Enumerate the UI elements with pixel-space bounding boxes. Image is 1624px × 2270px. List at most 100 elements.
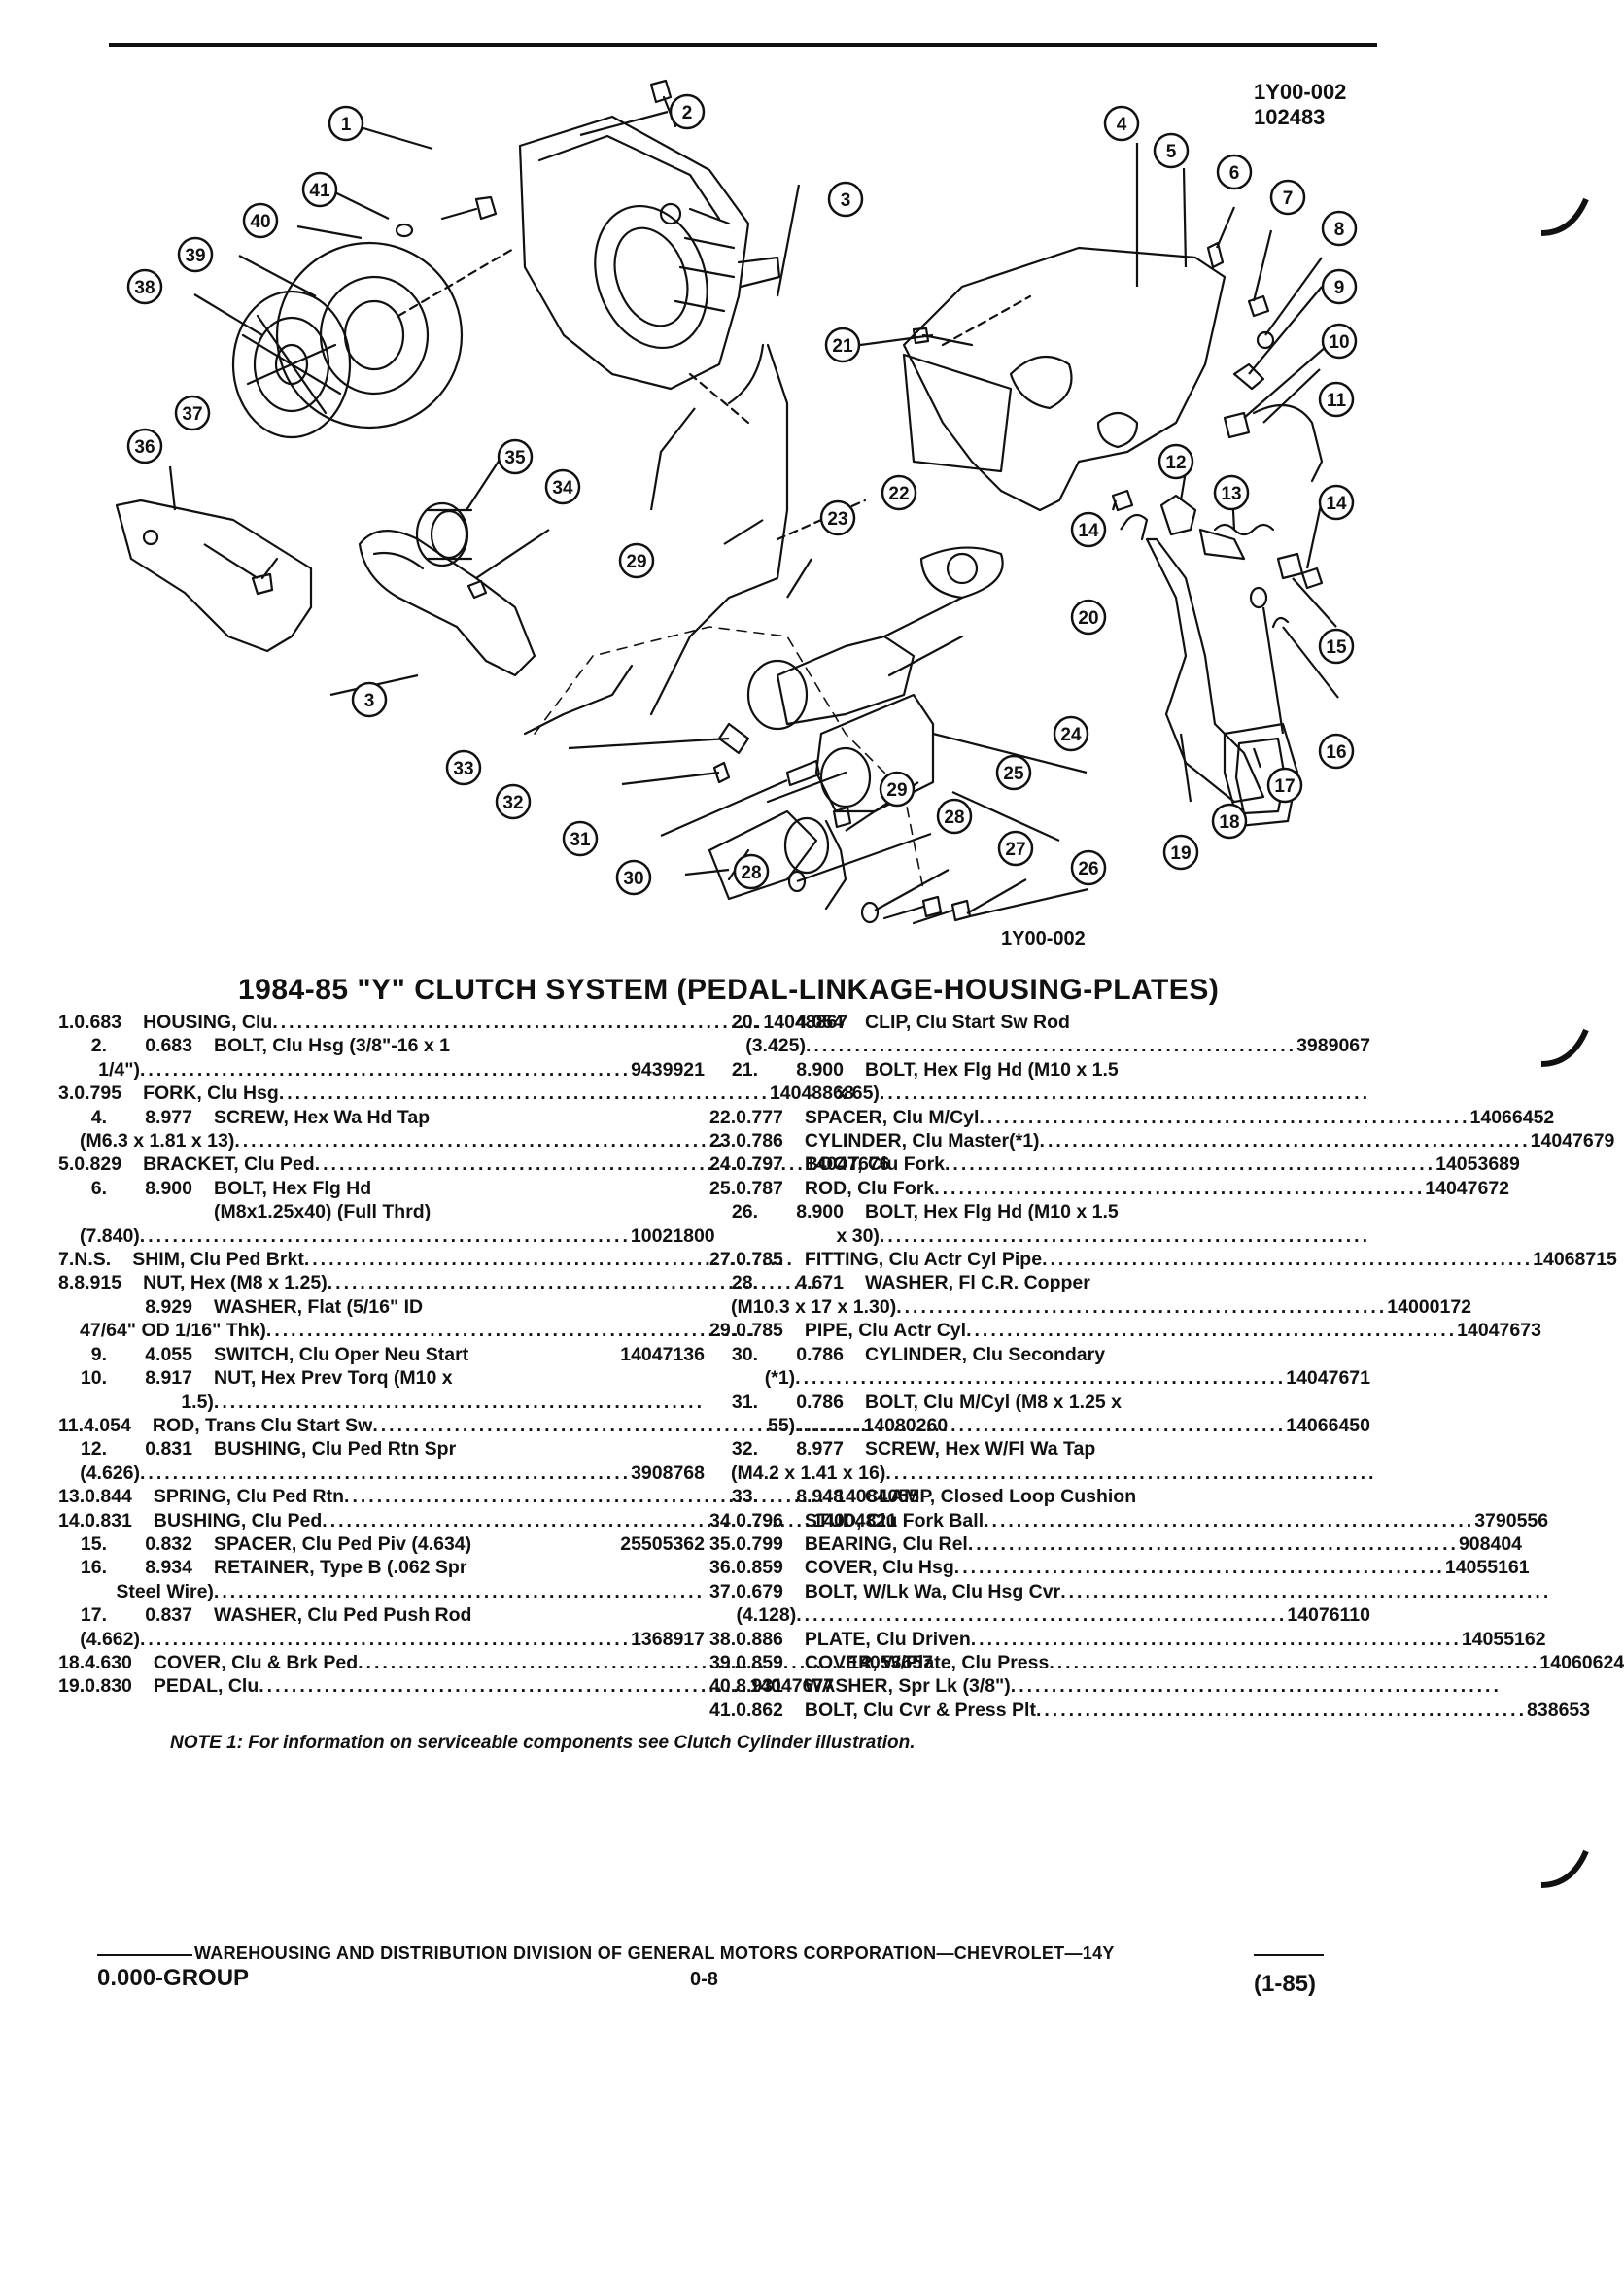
item-number: 1. <box>58 1012 75 1033</box>
part-number: 14066450 <box>1286 1414 1370 1436</box>
parts-row: (*1) ...................................… <box>709 1366 1370 1390</box>
item-number: 34. <box>709 1509 737 1531</box>
part-description: RETAINER, Type B (.062 Spr <box>214 1557 467 1579</box>
callout-14: 14 <box>1078 521 1099 541</box>
group-number: 4.054 <box>796 1012 844 1033</box>
group-number: 8.934 <box>145 1557 192 1579</box>
group-number <box>65 1058 77 1082</box>
footer-division-line: WAREHOUSING AND DISTRIBUTION DIVISION OF… <box>194 1943 1115 1963</box>
group-number <box>715 1034 725 1057</box>
item-number <box>58 1295 107 1319</box>
callout-33: 33 <box>453 759 473 779</box>
group-number: 0.786 <box>796 1391 844 1413</box>
leader-dots: ........................................… <box>265 1320 757 1342</box>
group-number: 0.796 <box>736 1509 783 1531</box>
callout-20: 20 <box>1078 608 1098 629</box>
callout-25: 25 <box>1003 764 1024 784</box>
part-number: 14047672 <box>1425 1177 1510 1199</box>
item-number: 17. <box>80 1604 107 1627</box>
group-number: 0.886 <box>736 1628 783 1650</box>
leader-dots <box>471 1603 705 1627</box>
leader-dots: ........................................… <box>885 1462 1377 1484</box>
part-number: 14060624 <box>1539 1651 1624 1673</box>
group-number: 0.799 <box>736 1532 783 1555</box>
item-number: 23. <box>709 1130 737 1152</box>
group-number: 0.862 <box>736 1699 783 1721</box>
item-number: 2. <box>90 1035 107 1057</box>
callout-12: 12 <box>1165 453 1186 473</box>
leader-dots: ........................................… <box>140 1058 632 1081</box>
callout-38: 38 <box>134 278 155 298</box>
top-rule <box>109 43 1377 47</box>
group-number <box>72 1580 95 1603</box>
callout-39: 39 <box>185 246 205 266</box>
item-number: 20. <box>731 1012 758 1033</box>
part-number: 908404 <box>1458 1532 1523 1555</box>
leader-dots: ........................................… <box>984 1509 1475 1531</box>
item-number: 12. <box>80 1438 107 1461</box>
item-number: 22. <box>709 1106 737 1128</box>
leader-dots: ........................................… <box>1010 1675 1502 1698</box>
callout-13: 13 <box>1221 484 1241 504</box>
item-number: 29. <box>709 1320 737 1342</box>
part-description: COVER, W/Plate, Clu Press <box>804 1651 1050 1673</box>
clutch-housing-shape <box>518 115 781 391</box>
item-number <box>709 1224 747 1248</box>
leader-dots: ........................................… <box>806 1035 1297 1057</box>
part-description: WASHER, Spr Lk (3/8") <box>804 1675 1011 1698</box>
leader-dots <box>468 1343 620 1366</box>
item-number: 15. <box>80 1532 107 1555</box>
parts-row: 47/64" OD 1/16" Thk) ...................… <box>58 1319 754 1342</box>
group-number: 0.785 <box>736 1249 783 1271</box>
part-number: 25505362 <box>620 1532 705 1555</box>
leader-dots: ........................................… <box>896 1295 1388 1318</box>
callout-14b: 14 <box>1326 494 1347 514</box>
group-number: 0.844 <box>85 1486 132 1508</box>
leader-dots: ........................................… <box>372 1414 864 1436</box>
item-number: 30. <box>731 1343 758 1365</box>
part-number: 14066452 <box>1469 1106 1555 1128</box>
parts-row: (M4.2 x 1.41 x 16) .....................… <box>709 1462 1373 1485</box>
part-number: 14053657 <box>848 1651 933 1673</box>
callout-6: 6 <box>1229 163 1240 184</box>
part-number: 1368917 <box>631 1628 705 1650</box>
group-number: 0.831 <box>85 1509 132 1531</box>
parts-row: 7.N.S.SHIM, Clu Ped Brkt ...............… <box>58 1248 792 1271</box>
part-description: x 30) <box>836 1224 880 1247</box>
leader-dots: ........................................… <box>213 1391 705 1413</box>
item-number <box>58 1200 107 1223</box>
part-description: BOLT, Hex Flg Hd <box>214 1177 372 1199</box>
item-number: 13. <box>58 1486 86 1508</box>
item-number: 35. <box>709 1532 737 1555</box>
callout-2: 2 <box>682 103 693 123</box>
footer-rule-right <box>1254 1954 1324 1956</box>
part-description: x 65) <box>836 1083 880 1105</box>
part-description: (M6.3 x 1.81 x 13) <box>80 1130 235 1152</box>
leader-dots: ........................................… <box>234 1130 726 1152</box>
group-number: 0.786 <box>796 1343 844 1365</box>
group-number: 0.829 <box>74 1153 122 1176</box>
item-number: 11. <box>58 1414 85 1436</box>
part-description: (M10.3 x 17 x 1.30) <box>731 1295 897 1318</box>
callout-26: 26 <box>1078 859 1098 879</box>
margin-mark-2 <box>1540 1028 1589 1067</box>
leader-dots: ........................................… <box>879 1083 1370 1105</box>
margin-mark-1 <box>1540 197 1589 236</box>
part-description: 55) <box>767 1414 796 1436</box>
parts-row: x 30) ..................................… <box>709 1224 1370 1248</box>
group-number: 8.900 <box>796 1058 844 1081</box>
